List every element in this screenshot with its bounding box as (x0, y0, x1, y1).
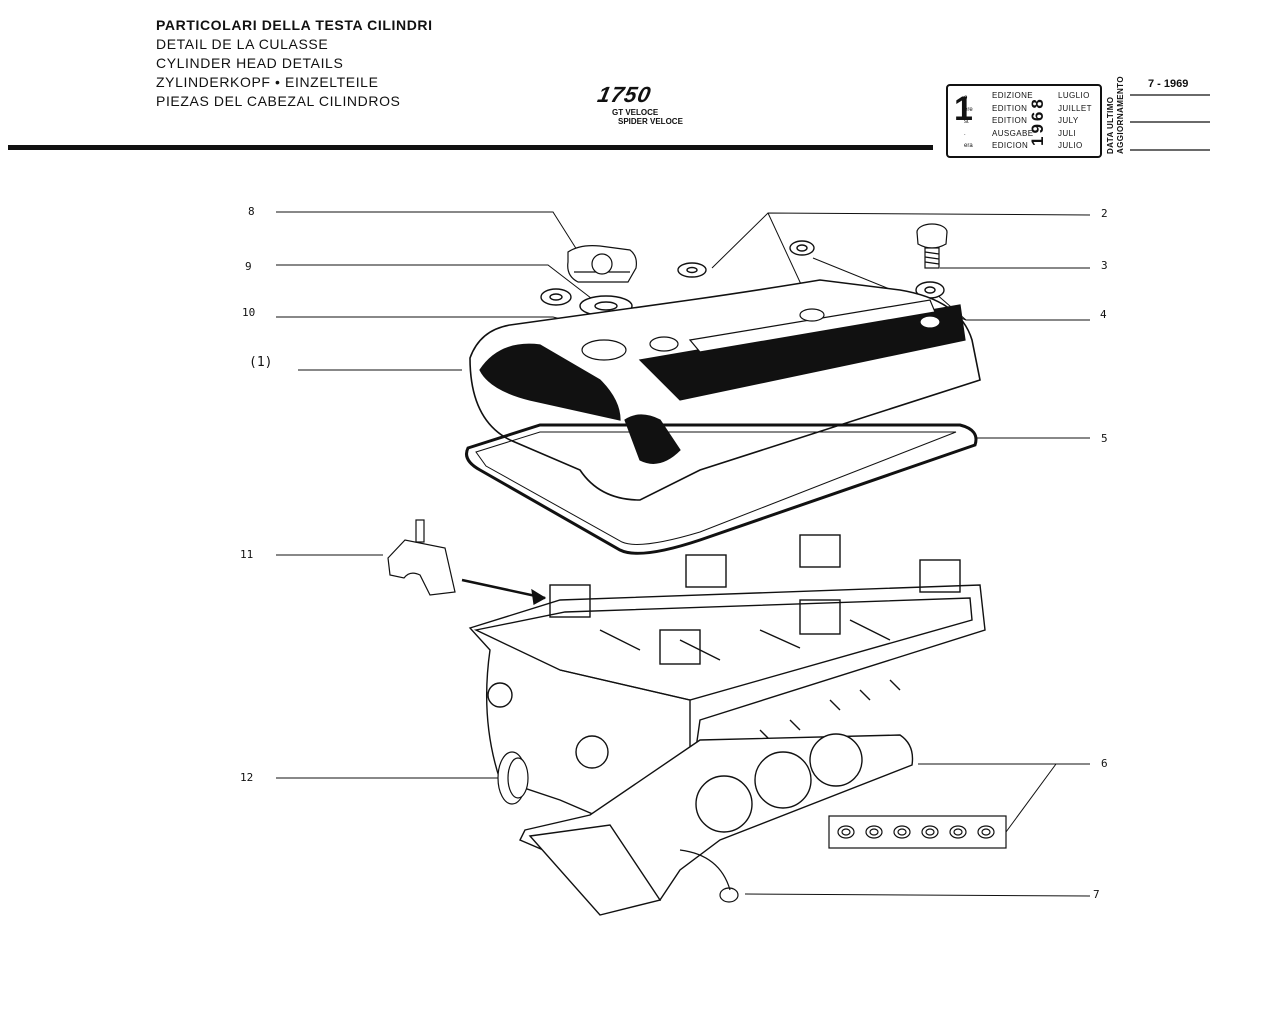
bearing-cap-arrow (461, 578, 546, 600)
ordinal-fr: ere (964, 107, 973, 113)
callout-1: (1) (249, 355, 273, 370)
update-date: 7 - 1969 (1148, 78, 1189, 90)
header-rule (8, 145, 933, 150)
edition-box: 1 o ere st . era EDIZIONE EDITION EDITIO… (946, 84, 1102, 158)
callout-9: 9 (245, 260, 252, 273)
head-gasket (519, 733, 914, 916)
callout-5: 5 (1101, 432, 1108, 445)
edition-number: 1 (954, 90, 973, 128)
edition-word-it: EDIZIONE (992, 91, 1033, 100)
month-it: LUGLIO (1058, 91, 1090, 100)
callout-12: 12 (240, 771, 254, 784)
callout-4: 4 (1100, 308, 1107, 321)
callout-3: 3 (1101, 259, 1108, 272)
month-de: JULI (1058, 128, 1077, 138)
edition-words: EDIZIONE EDITION EDITION AUSGABE EDICION (992, 90, 1033, 153)
model-badge: 1750 GT VELOCE SPIDER VELOCE (595, 82, 688, 126)
title-spanish: PIEZAS DEL CABEZAL CILINDROS (156, 93, 401, 109)
washers (540, 240, 945, 317)
callout-10: 10 (242, 306, 256, 319)
o-ring-set (828, 815, 1007, 849)
stud-bolt (916, 223, 948, 269)
bearing-cap-arrowhead (531, 588, 547, 605)
cam-cover (469, 279, 981, 501)
model-variant-spider: SPIDER VELOCE (618, 117, 683, 126)
title-italian: PARTICOLARI DELLA TESTA CILINDRI (156, 17, 433, 33)
edition-months: LUGLIO JUILLET JULY JULI JULIO (1058, 90, 1092, 153)
callout-7: 7 (1093, 888, 1100, 901)
seal-ring (679, 849, 739, 903)
multilingual-title-block: PARTICOLARI DELLA TESTA CILINDRI DETAIL … (156, 16, 433, 111)
ordinal-it: o (964, 95, 968, 101)
month-es: JULIO (1058, 141, 1083, 150)
edition-word-de: AUSGABE (992, 128, 1034, 138)
month-en: JULY (1058, 116, 1079, 125)
month-fr: JUILLET (1058, 103, 1092, 113)
ordinal-de: . (964, 131, 966, 137)
ordinal-es: era (964, 143, 973, 149)
ordinal-en: st (964, 119, 969, 125)
title-english: CYLINDER HEAD DETAILS (156, 55, 344, 71)
title-french: DETAIL DE LA CULASSE (156, 36, 329, 52)
edition-word-fr: EDITION (992, 103, 1028, 113)
core-plug (497, 751, 529, 805)
callout-8: 8 (248, 205, 255, 218)
oil-filler-cap (567, 245, 637, 283)
edition-ordinals: o ere st . era (964, 92, 973, 152)
title-german: ZYLINDERKOPF • EINZELTEILE (156, 74, 379, 90)
cover-gasket (465, 423, 978, 555)
edition-word-en: EDITION (992, 116, 1028, 125)
edition-word-es: EDICION (992, 141, 1029, 150)
callout-6: 6 (1101, 757, 1108, 770)
callout-2: 2 (1101, 207, 1108, 220)
cam-bearing-cap (387, 519, 456, 596)
callout-11: 11 (240, 548, 254, 561)
model-variant-gt: GT VELOCE (612, 108, 659, 117)
